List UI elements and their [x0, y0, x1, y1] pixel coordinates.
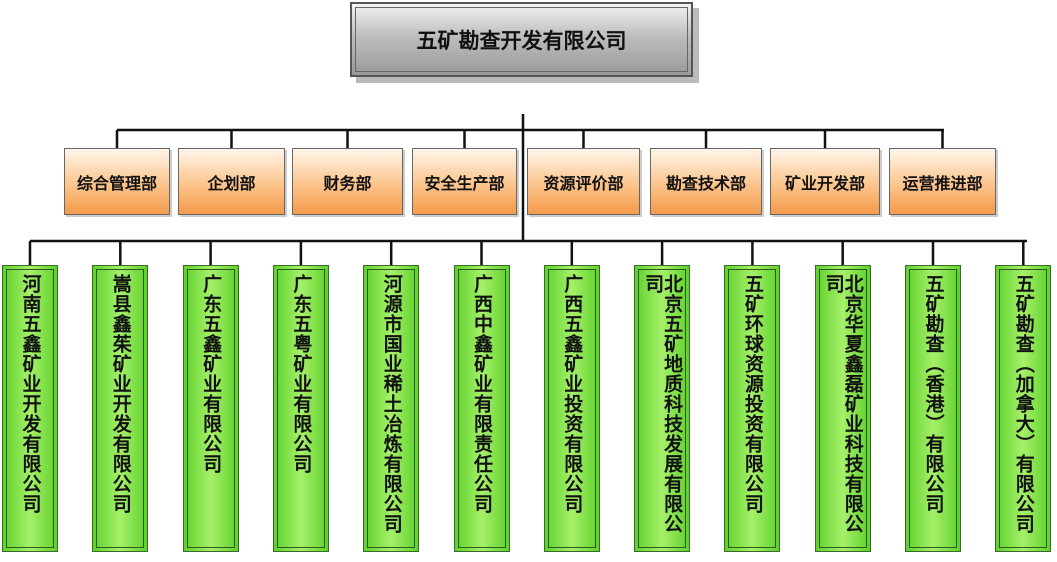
department-label: 运营推进部 [902, 173, 983, 193]
subsidiary-label: 广西中鑫矿业有限责任公司 [471, 274, 493, 514]
root-company-box: 五矿勘查开发有限公司 [350, 2, 693, 77]
subsidiary-label: 五矿勘查（香港）有限公司 [922, 274, 945, 514]
department-box: 运营推进部 [889, 148, 996, 215]
subsidiary-box: 广东五粤矿业有限公司 [272, 265, 329, 552]
department-label: 安全生产部 [424, 173, 505, 193]
department-label: 矿业开发部 [784, 173, 865, 193]
department-box: 安全生产部 [412, 148, 517, 215]
subsidiary-label: 河源市国业稀土冶炼有限公司 [380, 274, 403, 534]
subsidiary-box: 嵩县鑫茱矿业开发有限公司 [92, 265, 149, 552]
subsidiary-label: 北京华夏鑫磊矿业科技有限公司 [822, 274, 864, 534]
department-label: 财务部 [323, 173, 372, 193]
subsidiary-box: 五矿勘查（香港）有限公司 [905, 265, 961, 552]
department-box: 资源评价部 [527, 148, 640, 215]
department-label: 资源评价部 [543, 173, 624, 193]
department-label: 勘查技术部 [665, 173, 746, 193]
department-box: 勘查技术部 [650, 148, 762, 215]
subsidiary-label: 广东五鑫矿业有限公司 [200, 274, 223, 474]
subsidiary-box: 五矿环球资源投资有限公司 [724, 265, 781, 552]
subsidiary-label: 五矿环球资源投资有限公司 [741, 274, 764, 514]
subsidiary-box: 北京五矿地质科技发展有限公司 [634, 265, 691, 552]
subsidiary-box: 北京华夏鑫磊矿业科技有限公司 [814, 265, 871, 552]
subsidiary-label: 广西五鑫矿业投资有限公司 [561, 274, 584, 514]
subsidiary-label: 河南五鑫矿业开发有限公司 [19, 274, 42, 514]
subsidiary-box: 河南五鑫矿业开发有限公司 [2, 265, 58, 552]
subsidiary-box: 河源市国业稀土冶炼有限公司 [363, 265, 420, 552]
subsidiary-label: 嵩县鑫茱矿业开发有限公司 [109, 274, 132, 514]
subsidiary-box: 广东五鑫矿业有限公司 [182, 265, 239, 552]
root-company-label: 五矿勘查开发有限公司 [416, 27, 627, 53]
subsidiary-box: 广西五鑫矿业投资有限公司 [543, 265, 600, 552]
department-box: 企划部 [178, 148, 285, 215]
subsidiary-label: 五矿勘查（加拿大）有限公司 [1012, 274, 1035, 534]
subsidiary-box: 广西中鑫矿业有限责任公司 [453, 265, 510, 552]
department-box: 综合管理部 [64, 148, 170, 215]
department-box: 矿业开发部 [770, 148, 880, 215]
department-label: 综合管理部 [76, 173, 157, 193]
department-box: 财务部 [292, 148, 403, 215]
subsidiary-label: 广东五粤矿业有限公司 [290, 274, 313, 474]
subsidiary-box: 五矿勘查（加拿大）有限公司 [995, 265, 1052, 552]
department-label: 企划部 [207, 173, 256, 193]
subsidiary-label: 北京五矿地质科技发展有限公司 [642, 274, 684, 534]
